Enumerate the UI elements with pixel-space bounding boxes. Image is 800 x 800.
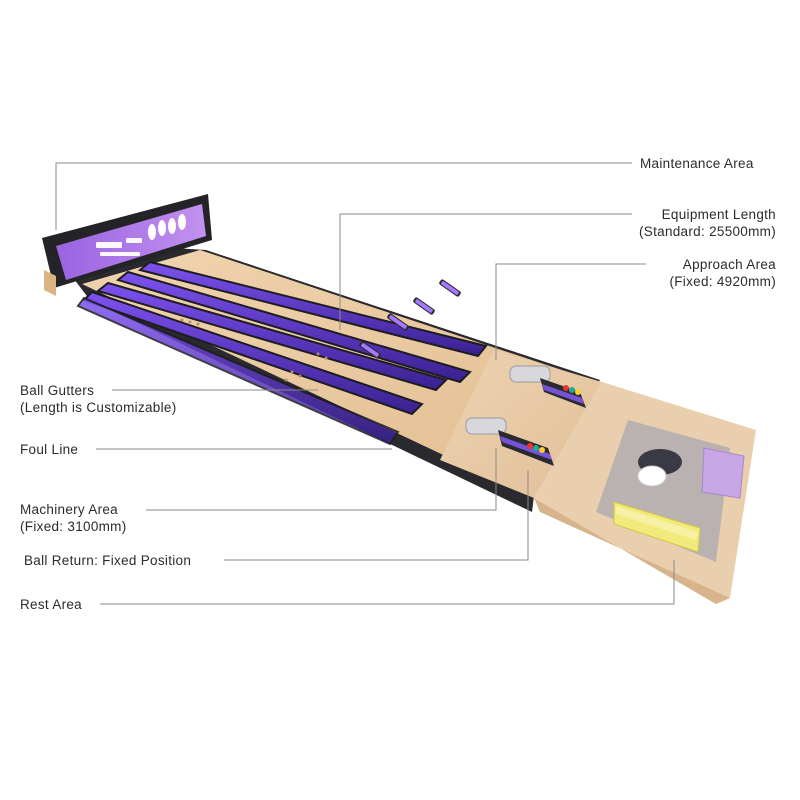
bowling-ball-icon [563, 385, 581, 395]
callout-maintenance-title: Maintenance Area [640, 156, 754, 171]
callout-equipment-title: Equipment Length [661, 207, 776, 222]
ball-return-machines [465, 365, 586, 466]
leader-lines [55, 162, 675, 605]
callout-rest-title: Rest Area [20, 597, 82, 612]
bowling-pin-icon [148, 214, 186, 240]
maintenance-screen [42, 194, 212, 296]
callout-foul-line: Foul Line [20, 441, 78, 458]
callout-approach-title: Approach Area [682, 257, 776, 272]
callout-gutters-detail: (Length is Customizable) [20, 400, 177, 415]
callout-maintenance-area: Maintenance Area [640, 155, 754, 172]
ball-gutters [76, 260, 488, 446]
lane-ball-returns [359, 279, 461, 359]
callout-gutters-title: Ball Gutters [20, 383, 95, 398]
callout-foul-title: Foul Line [20, 442, 79, 457]
callout-ball-return-title: Ball Return: Fixed Position [24, 553, 192, 568]
callout-machinery-area: Machinery Area (Fixed: 3100mm) [20, 501, 127, 535]
rest-area [596, 420, 745, 562]
callout-approach-detail: (Fixed: 4920mm) [669, 274, 776, 289]
callout-equipment-detail: (Standard: 25500mm) [638, 224, 776, 239]
callout-rest-area: Rest Area [20, 596, 82, 613]
callout-approach-area: Approach Area (Fixed: 4920mm) [669, 256, 776, 290]
callout-equipment-length: Equipment Length (Standard: 25500mm) [639, 206, 776, 240]
lane-markings [180, 318, 328, 382]
callout-ball-return: Ball Return: Fixed Position [24, 552, 191, 569]
callout-machinery-detail: (Fixed: 3100mm) [20, 519, 127, 534]
callout-machinery-title: Machinery Area [20, 502, 118, 517]
callout-ball-gutters: Ball Gutters (Length is Customizable) [20, 382, 177, 416]
